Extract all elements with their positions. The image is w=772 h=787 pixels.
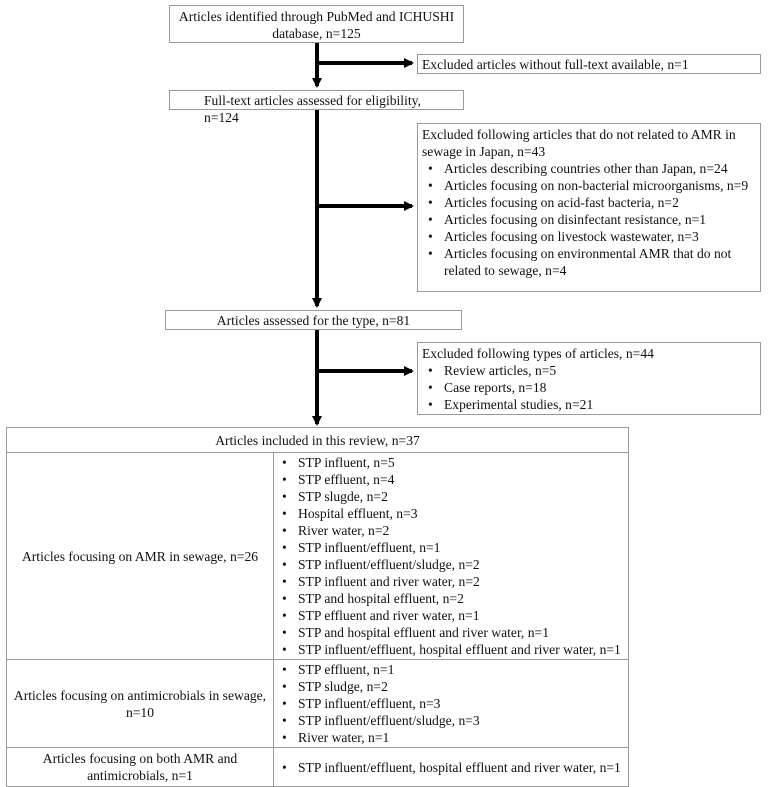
list-item: STP and hospital effluent, n=2 — [276, 590, 626, 607]
table-row: Articles included in this review, n=37 — [6, 427, 629, 453]
eligibility-text: Full-text articles assessed for eligibil… — [204, 93, 421, 125]
excluded-type-box: Excluded following types of articles, n=… — [417, 342, 761, 415]
excluded-topic-text: Excluded following articles that do not … — [422, 127, 736, 159]
group-list-both: STP influent/effluent, hospital effluent… — [273, 747, 629, 787]
excluded-type-text: Excluded following types of articles, n=… — [422, 346, 654, 361]
list-item: Articles focusing on non-bacterial micro… — [422, 177, 756, 194]
list-item: Articles describing countries other than… — [422, 160, 756, 177]
list-item: STP effluent and river water, n=1 — [276, 607, 626, 624]
list-item: Articles focusing on livestock wastewate… — [422, 228, 756, 245]
type-assessed-box: Articles assessed for the type, n=81 — [165, 310, 462, 330]
list-item: River water, n=2 — [276, 522, 626, 539]
table-row: Articles focusing on AMR in sewage, n=26… — [6, 452, 629, 660]
group-label-amr: Articles focusing on AMR in sewage, n=26 — [6, 452, 274, 660]
group-list-amr: STP influent, n=5 STP effluent, n=4 STP … — [273, 452, 629, 660]
list-item: STP influent/effluent/sludge, n=3 — [276, 712, 626, 729]
excluded-topic-list: Articles describing countries other than… — [422, 160, 756, 279]
list-item: STP influent and river water, n=2 — [276, 573, 626, 590]
excluded-fulltext-text: Excluded articles without full-text avai… — [422, 57, 689, 72]
list-item: Case reports, n=18 — [422, 379, 756, 396]
excluded-fulltext-box: Excluded articles without full-text avai… — [417, 54, 761, 74]
list-item: STP sludge, n=2 — [276, 678, 626, 695]
identified-text: Articles identified through PubMed and I… — [178, 9, 455, 41]
list-item: STP influent/effluent, n=3 — [276, 695, 626, 712]
list-item: STP effluent, n=1 — [276, 661, 626, 678]
included-table: Articles included in this review, n=37 A… — [6, 427, 629, 787]
list-item: STP influent, n=5 — [276, 454, 626, 471]
excluded-topic-box: Excluded following articles that do not … — [417, 123, 761, 292]
list-item: River water, n=1 — [276, 729, 626, 746]
list-item: Articles focusing on environmental AMR t… — [422, 245, 756, 279]
table-row: Articles focusing on both AMR and antimi… — [6, 747, 629, 787]
group-list-antimicrobials: STP effluent, n=1 STP sludge, n=2 STP in… — [273, 659, 629, 748]
list-item: Articles focusing on disinfectant resist… — [422, 211, 756, 228]
eligibility-box: Full-text articles assessed for eligibil… — [169, 90, 464, 125]
excluded-type-list: Review articles, n=5 Case reports, n=18 … — [422, 362, 756, 413]
group-label-antimicrobials: Articles focusing on antimicrobials in s… — [6, 659, 274, 748]
list-item: Articles focusing on acid-fast bacteria,… — [422, 194, 756, 211]
list-item: STP influent/effluent/sludge, n=2 — [276, 556, 626, 573]
list-item: Review articles, n=5 — [422, 362, 756, 379]
included-header: Articles included in this review, n=37 — [6, 427, 629, 453]
identified-box: Articles identified through PubMed and I… — [169, 5, 464, 43]
type-assessed-text: Articles assessed for the type, n=81 — [216, 313, 411, 328]
list-item: STP effluent, n=4 — [276, 471, 626, 488]
list-item: STP influent/effluent, hospital effluent… — [276, 641, 626, 658]
list-item: STP influent/effluent, n=1 — [276, 539, 626, 556]
table-row: Articles focusing on antimicrobials in s… — [6, 659, 629, 748]
list-item: Experimental studies, n=21 — [422, 396, 756, 413]
list-item: Hospital effluent, n=3 — [276, 505, 626, 522]
list-item: STP influent/effluent, hospital effluent… — [276, 759, 626, 776]
list-item: STP slugde, n=2 — [276, 488, 626, 505]
list-item: STP and hospital effluent and river wate… — [276, 624, 626, 641]
